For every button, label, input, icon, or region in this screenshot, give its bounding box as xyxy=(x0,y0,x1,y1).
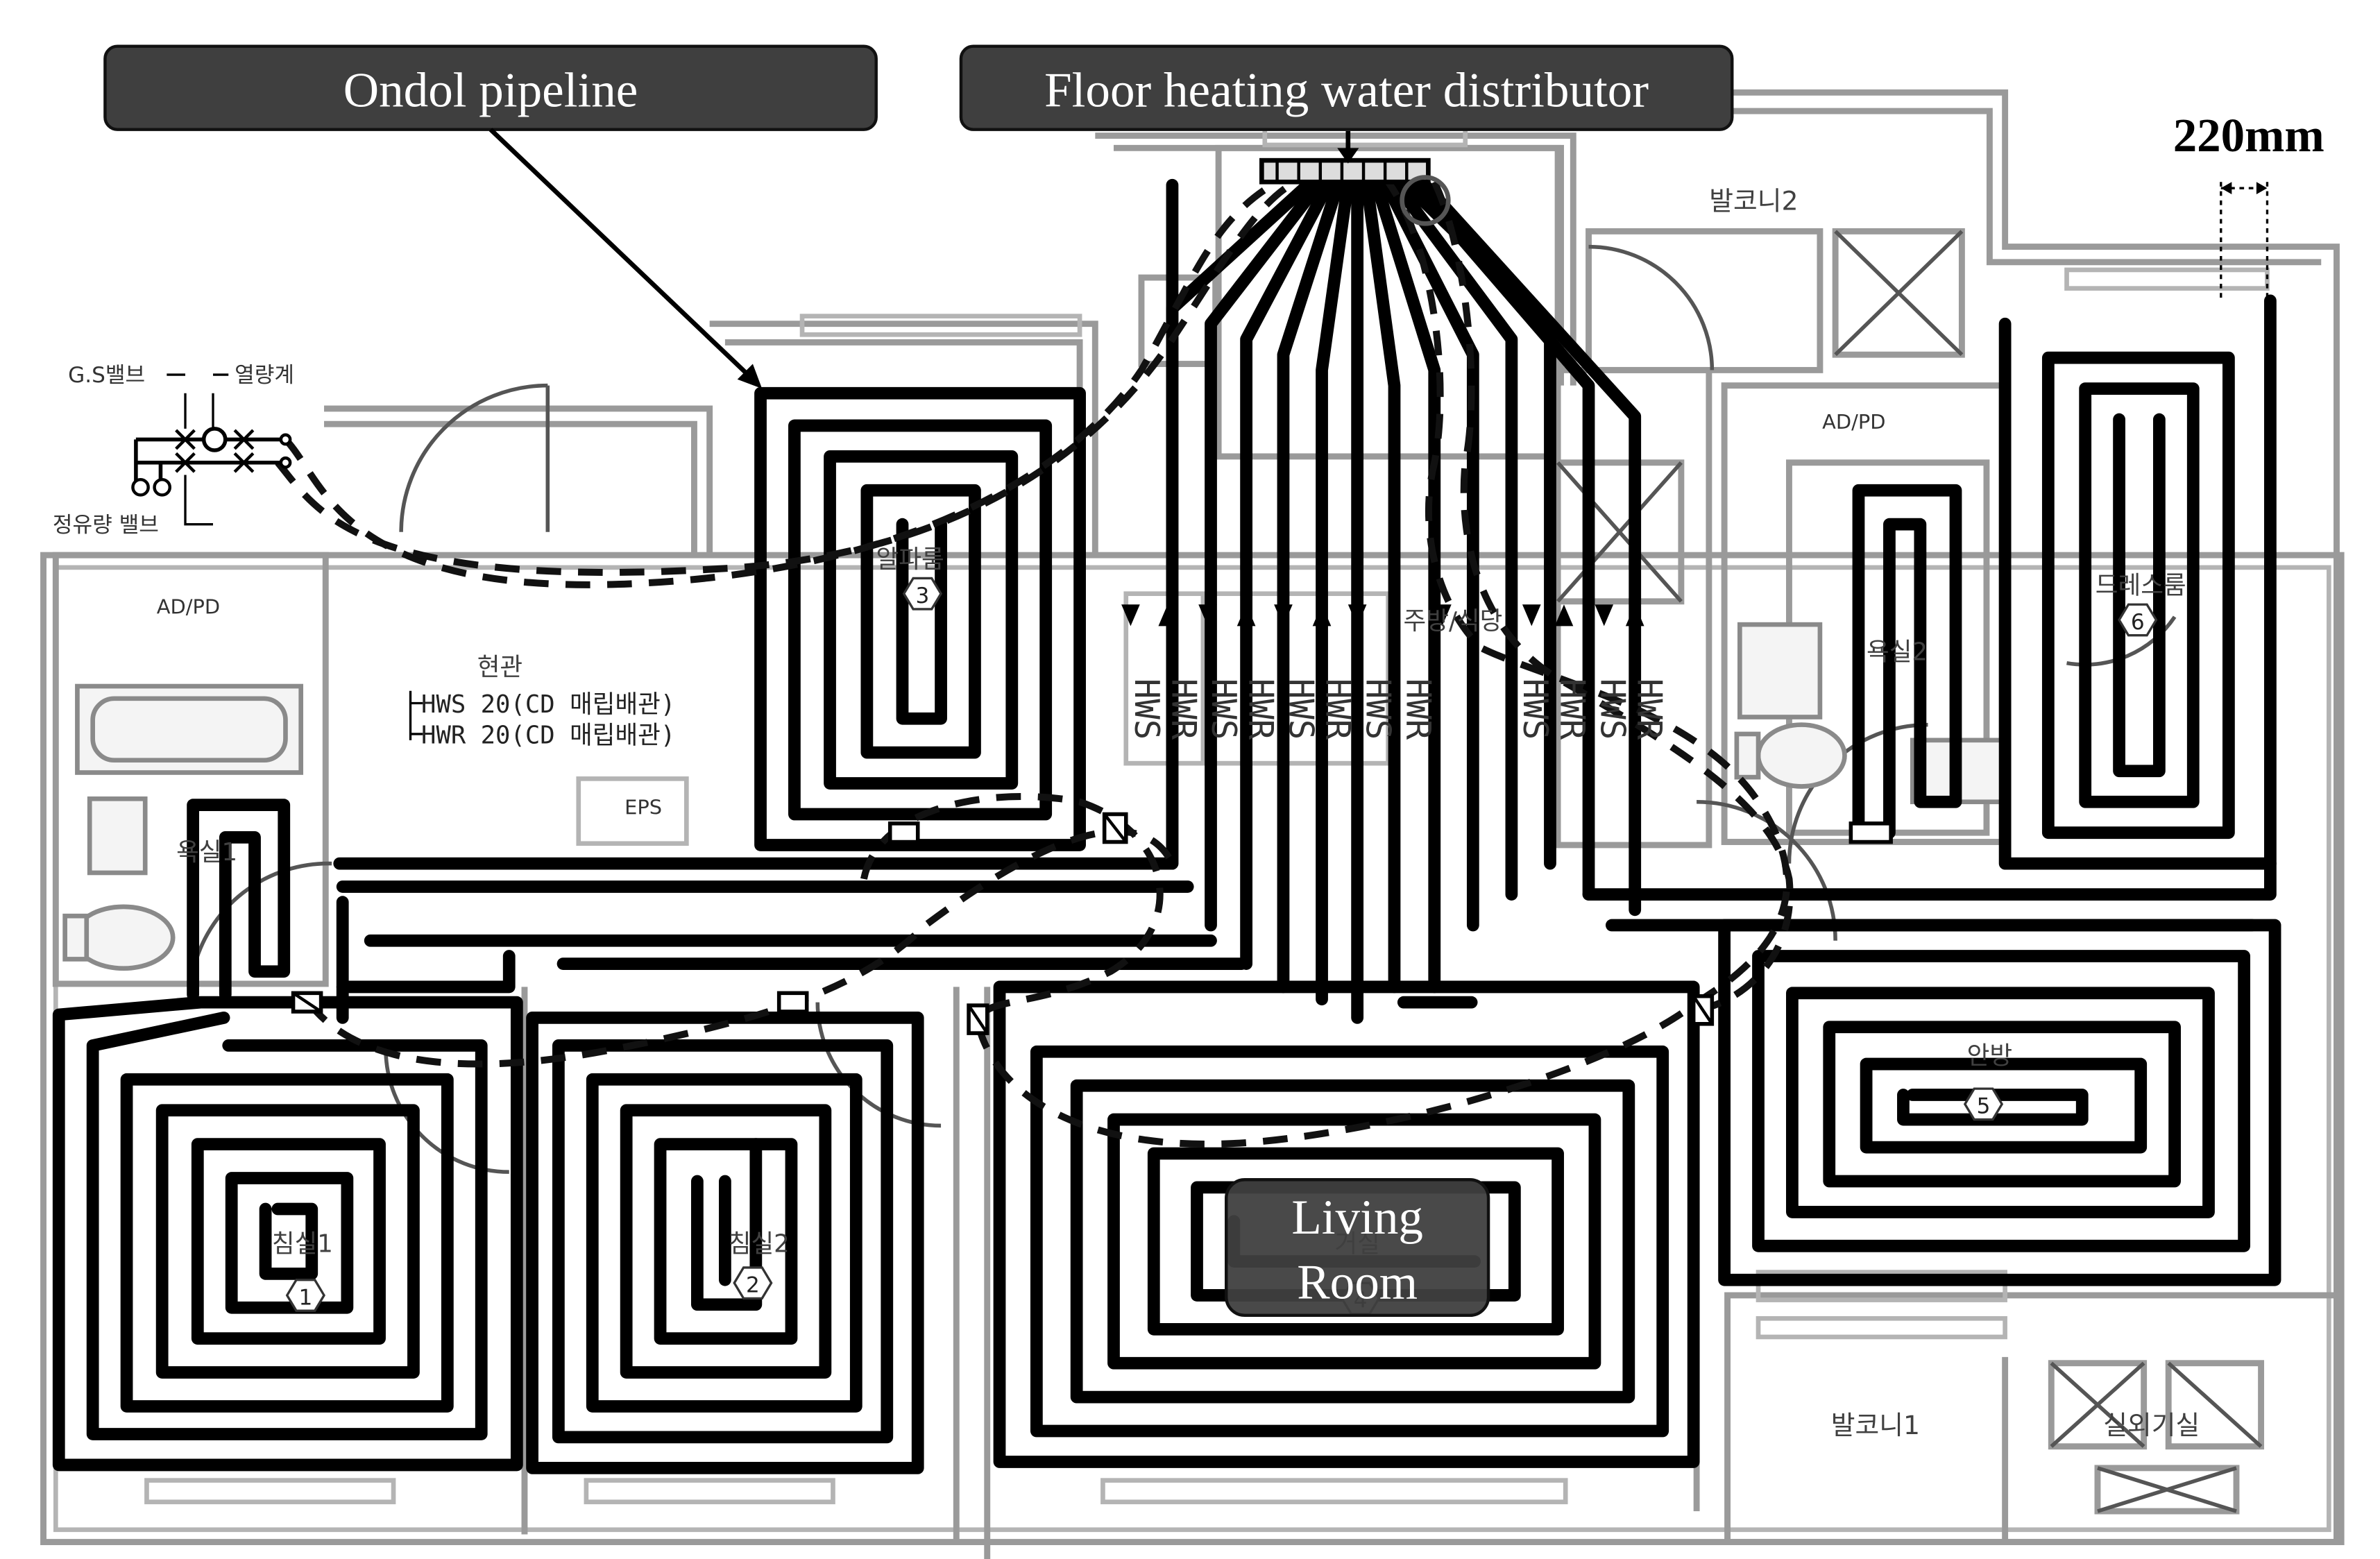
room-label-bedroom2: 침실2 xyxy=(729,1230,790,1259)
living-callout-line2: Room xyxy=(1297,1255,1418,1309)
riser-label: HWR xyxy=(1241,679,1281,740)
dress-pipe xyxy=(1998,294,2277,870)
dimension-label: 220mm xyxy=(2173,109,2324,162)
circuit-number: 6 xyxy=(2131,610,2145,635)
callout-ondol: Ondol pipeline xyxy=(103,44,878,389)
circuit-number: 5 xyxy=(1977,1094,1991,1119)
room-label-outdoor-unit: 실외기실 xyxy=(2103,1410,2200,1440)
distributor-callout-label: Floor heating water distributor xyxy=(1044,63,1649,117)
gs-valve-label: G.S밸브 xyxy=(68,363,145,388)
heat-meter-label: 열량계 xyxy=(235,363,294,388)
riser-label: HWR xyxy=(1318,679,1358,740)
pipe-specs: HWS 20(CD 매립배관) HWR 20(CD 매립배관) xyxy=(409,690,675,749)
riser-arrows xyxy=(1121,604,1644,627)
room-label-eps: EPS xyxy=(624,796,662,819)
riser-label: HWR xyxy=(1164,679,1203,740)
meter-assembly xyxy=(131,373,292,526)
circuit-number: 2 xyxy=(746,1272,760,1297)
room-label-balcony1: 발코니1 xyxy=(1831,1410,1920,1440)
bedroom1-pipe-loop xyxy=(52,996,523,1472)
ondol-pipes xyxy=(52,176,2281,1474)
riser-label: HWS xyxy=(1515,679,1555,740)
riser-label: HWS xyxy=(1127,679,1166,740)
riser-label: HWS xyxy=(1204,679,1243,740)
riser-label: HWS xyxy=(1281,679,1320,740)
room-label-balcony2: 발코니2 xyxy=(1709,185,1798,216)
hws-spec: HWS 20(CD 매립배관) xyxy=(421,690,675,719)
room-label-kitchen: 주방/식당 xyxy=(1404,607,1503,636)
riser-label: HWR xyxy=(1630,679,1669,740)
bath1-pipe xyxy=(187,799,291,1001)
room-label-bath2: 욕실2 xyxy=(1867,638,1928,666)
riser-labels: HWS HWR HWS HWR HWS HWR HWS HWR HWS HWR … xyxy=(1127,679,1669,740)
living-callout-line1: Living xyxy=(1291,1191,1423,1245)
riser-label: HWR xyxy=(1398,679,1438,740)
ondol-callout-label: Ondol pipeline xyxy=(343,63,638,117)
hwr-spec: HWR 20(CD 매립배관) xyxy=(421,721,675,749)
room-label-entrance: 현관 xyxy=(477,653,522,681)
alpha-pipe-loop xyxy=(754,386,1086,851)
distributor-manifold xyxy=(1259,130,1451,226)
riser-label: HWR xyxy=(1553,679,1592,740)
circuit-number: 1 xyxy=(298,1285,312,1310)
room-label-ad-pd-right: AD/PD xyxy=(1822,410,1885,434)
riser-label: HWS xyxy=(1358,679,1397,740)
room-label-ad-pd-left: AD/PD xyxy=(157,595,220,619)
room-label-alpha: 알파룸 xyxy=(876,545,944,574)
room-label-bath1: 욕실1 xyxy=(176,838,237,867)
fixtures xyxy=(62,622,2007,971)
bedroom2-pipe-loop xyxy=(526,1011,924,1474)
callout-distributor: Floor heating water distributor xyxy=(959,44,1734,131)
room-label-bedroom1: 침실1 xyxy=(272,1230,333,1259)
callout-living-room: Living Room xyxy=(1225,1178,1490,1318)
dimension-marker: 220mm xyxy=(2173,109,2324,301)
living-pipe-loop xyxy=(993,980,1700,1468)
valve-annotations: G.S밸브 열량계 정유량 밸브 xyxy=(53,363,294,538)
circuit-number: 3 xyxy=(915,583,929,608)
bath2-pipe xyxy=(1852,484,1962,840)
valves xyxy=(291,812,1893,1035)
riser-label: HWS xyxy=(1592,679,1632,740)
room-label-master: 안방 xyxy=(1967,1042,2012,1071)
flow-valve-label: 정유량 밸브 xyxy=(53,513,159,538)
room-label-dress: 드레스룸 xyxy=(2096,572,2186,600)
